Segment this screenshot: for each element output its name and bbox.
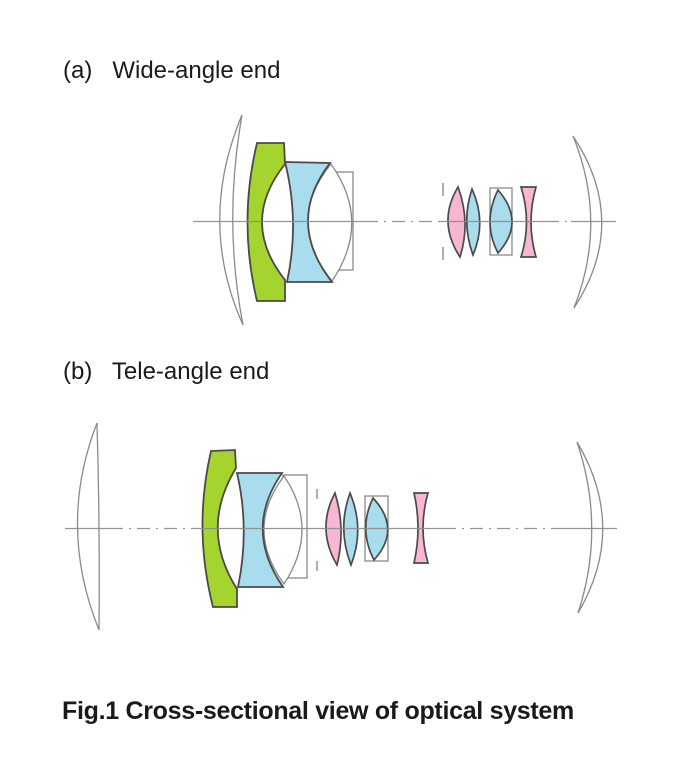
panel-b-rear-meniscus-group	[576, 441, 604, 614]
panel-a-rear-group	[447, 185, 538, 259]
front-meniscus-lens	[219, 114, 244, 326]
panel-b-label: (b) Tele-angle end	[63, 358, 269, 385]
panel-wide-angle: (a) Wide-angle end	[63, 57, 616, 326]
panel-b-front-glass	[76, 422, 308, 631]
panel-a-front-group	[246, 142, 334, 302]
front-meniscus-lens	[76, 422, 100, 631]
cemented-biconvex-lens	[263, 474, 303, 586]
panel-b-front-group	[201, 449, 285, 608]
green-meniscus-lens	[201, 449, 238, 608]
blue-biconcave-lens	[283, 161, 334, 283]
blue-biconcave-lens	[235, 472, 285, 588]
figure-caption: Fig.1 Cross-sectional view of optical sy…	[62, 697, 574, 725]
rear-meniscus-lens	[572, 135, 603, 309]
green-meniscus-lens	[246, 142, 286, 302]
rear-meniscus-lens	[576, 441, 604, 614]
panel-a-glass-elements	[219, 114, 354, 326]
panel-a-rear-meniscus-group	[572, 135, 603, 309]
panel-a-label: (a) Wide-angle end	[63, 57, 280, 84]
panel-tele-angle: (b) Tele-angle end	[63, 358, 617, 631]
